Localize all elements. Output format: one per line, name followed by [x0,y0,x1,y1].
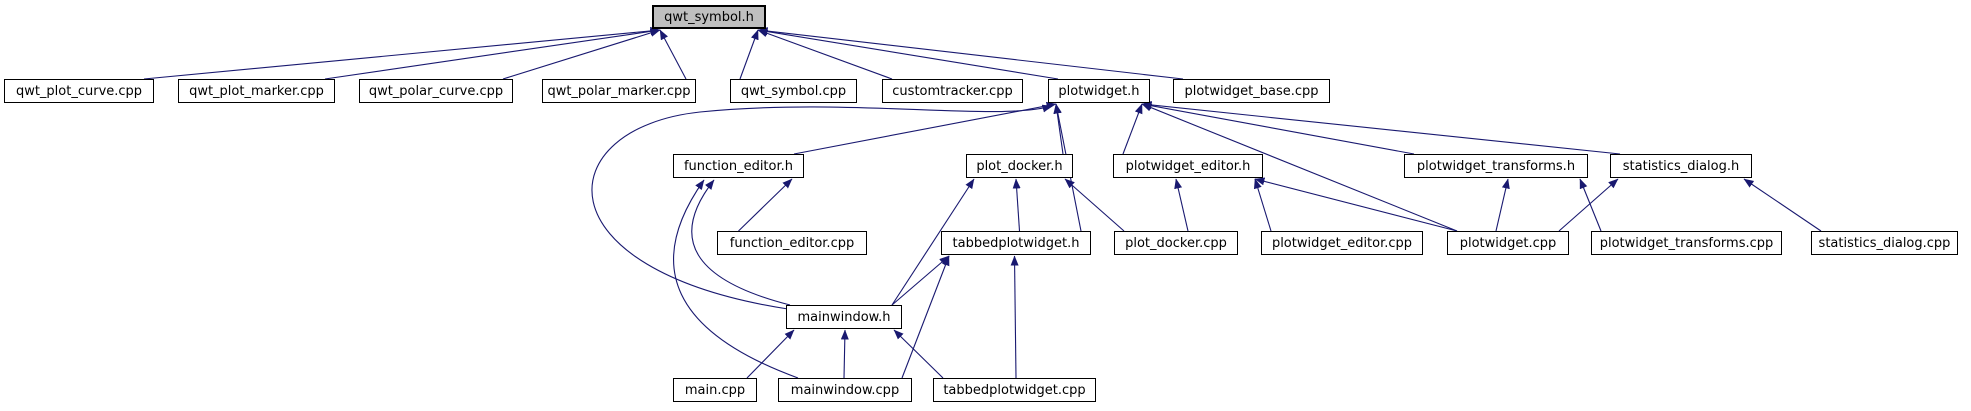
edge-qwt_plot_marker_cpp-to-qwt_symbol_h [324,27,661,80]
graph-node-qwt-polar-marker-cpp[interactable]: qwt_polar_marker.cpp [542,79,696,103]
edge-mainwindow_h-to-plot_docker_h [891,178,975,306]
edge-tabbedplotwidget_h-to-plot_docker_h [1012,178,1021,232]
edge-tabbedplotwidget_cpp-to-mainwindow_h [893,329,944,379]
graph-node-plotwidget-editor-h[interactable]: plotwidget_editor.h [1113,154,1263,178]
edge-main_cpp-to-mainwindow_h [746,329,795,379]
edge-qwt_plot_curve_cpp-to-qwt_symbol_h [143,26,661,80]
edge-mainwindow_cpp-to-function_editor_h [673,179,799,379]
graph-node-statistics-dialog-h[interactable]: statistics_dialog.h [1610,154,1752,178]
graph-node-qwt-symbol-h: qwt_symbol.h [652,5,766,29]
edge-mainwindow_cpp-to-mainwindow_h [840,329,849,379]
graph-node-qwt-plot-curve-cpp[interactable]: qwt_plot_curve.cpp [4,79,154,103]
graph-node-qwt-polar-curve-cpp[interactable]: qwt_polar_curve.cpp [359,79,513,103]
graph-node-main-cpp[interactable]: main.cpp [673,378,757,402]
edge-plotwidget_h-to-qwt_symbol_h [757,27,1059,80]
edge-plotwidget_transforms_h-to-plotwidget_h [1141,101,1415,155]
graph-node-mainwindow-cpp[interactable]: mainwindow.cpp [778,378,912,402]
graph-node-plotwidget-cpp[interactable]: plotwidget.cpp [1447,231,1569,255]
edge-plotwidget_cpp-to-plotwidget_editor_h [1254,177,1458,232]
edge-plot_docker_cpp-to-plotwidget_editor_h [1174,178,1189,232]
graph-node-plotwidget-transforms-cpp[interactable]: plotwidget_transforms.cpp [1591,231,1782,255]
edge-tabbedplotwidget_cpp-to-tabbedplotwidget_h [1010,255,1019,379]
graph-node-function-editor-cpp[interactable]: function_editor.cpp [717,231,867,255]
edge-plotwidget_cpp-to-plotwidget_h [1141,103,1458,232]
graph-node-mainwindow-h[interactable]: mainwindow.h [786,305,902,329]
graph-node-plot-docker-h[interactable]: plot_docker.h [966,154,1073,178]
edge-function_editor_cpp-to-function_editor_h [738,178,793,232]
graph-node-plotwidget-transforms-h[interactable]: plotwidget_transforms.h [1404,154,1588,178]
edge-qwt_symbol_cpp-to-qwt_symbol_h [739,29,759,80]
graph-node-customtracker-cpp[interactable]: customtracker.cpp [882,79,1023,103]
edge-mainwindow_h-to-function_editor_h [691,179,791,306]
graph-node-plotwidget-h[interactable]: plotwidget.h [1048,79,1150,103]
edge-plot_docker_cpp-to-plot_docker_h [1064,178,1125,232]
graph-node-statistics-dialog-cpp[interactable]: statistics_dialog.cpp [1811,231,1958,255]
edge-qwt_polar_curve_cpp-to-qwt_symbol_h [502,29,661,80]
edge-function_editor_h-to-plotwidget_h [793,101,1057,155]
graph-node-qwt-plot-marker-cpp[interactable]: qwt_plot_marker.cpp [178,79,335,103]
edge-mainwindow_h-to-plotwidget_h [591,104,1053,310]
edge-plotwidget_transforms_cpp-to-plotwidget_transforms_h [1579,178,1602,232]
graph-node-plot-docker-cpp[interactable]: plot_docker.cpp [1114,231,1238,255]
edge-mainwindow_cpp-to-tabbedplotwidget_h [901,255,950,379]
edge-customtracker_cpp-to-qwt_symbol_h [757,29,893,80]
edge-plotwidget_cpp-to-statistics_dialog_h [1558,178,1619,232]
edge-mainwindow_h-to-tabbedplotwidget_h [891,255,950,306]
edge-statistics_dialog_cpp-to-statistics_dialog_h [1743,178,1822,232]
edge-plot_docker_h-to-plotwidget_h [1053,103,1064,155]
edge-qwt_polar_marker_cpp-to-qwt_symbol_h [659,29,687,80]
edge-plotwidget_editor_h-to-plotwidget_h [1122,103,1143,155]
edge-plotwidget_cpp-to-plotwidget_transforms_h [1495,178,1510,232]
graph-node-tabbedplotwidget-cpp[interactable]: tabbedplotwidget.cpp [933,378,1096,402]
graph-node-plotwidget-base-cpp[interactable]: plotwidget_base.cpp [1173,79,1330,103]
edge-statistics_dialog_h-to-plotwidget_h [1141,101,1621,155]
edge-plotwidget_editor_cpp-to-plotwidget_editor_h [1253,178,1272,232]
graph-node-plotwidget-editor-cpp[interactable]: plotwidget_editor.cpp [1261,231,1423,255]
graph-node-tabbedplotwidget-h[interactable]: tabbedplotwidget.h [941,231,1091,255]
graph-node-qwt-symbol-cpp[interactable]: qwt_symbol.cpp [730,79,857,103]
edge-plotwidget_base_cpp-to-qwt_symbol_h [757,27,1184,80]
graph-node-function-editor-h[interactable]: function_editor.h [673,154,804,178]
